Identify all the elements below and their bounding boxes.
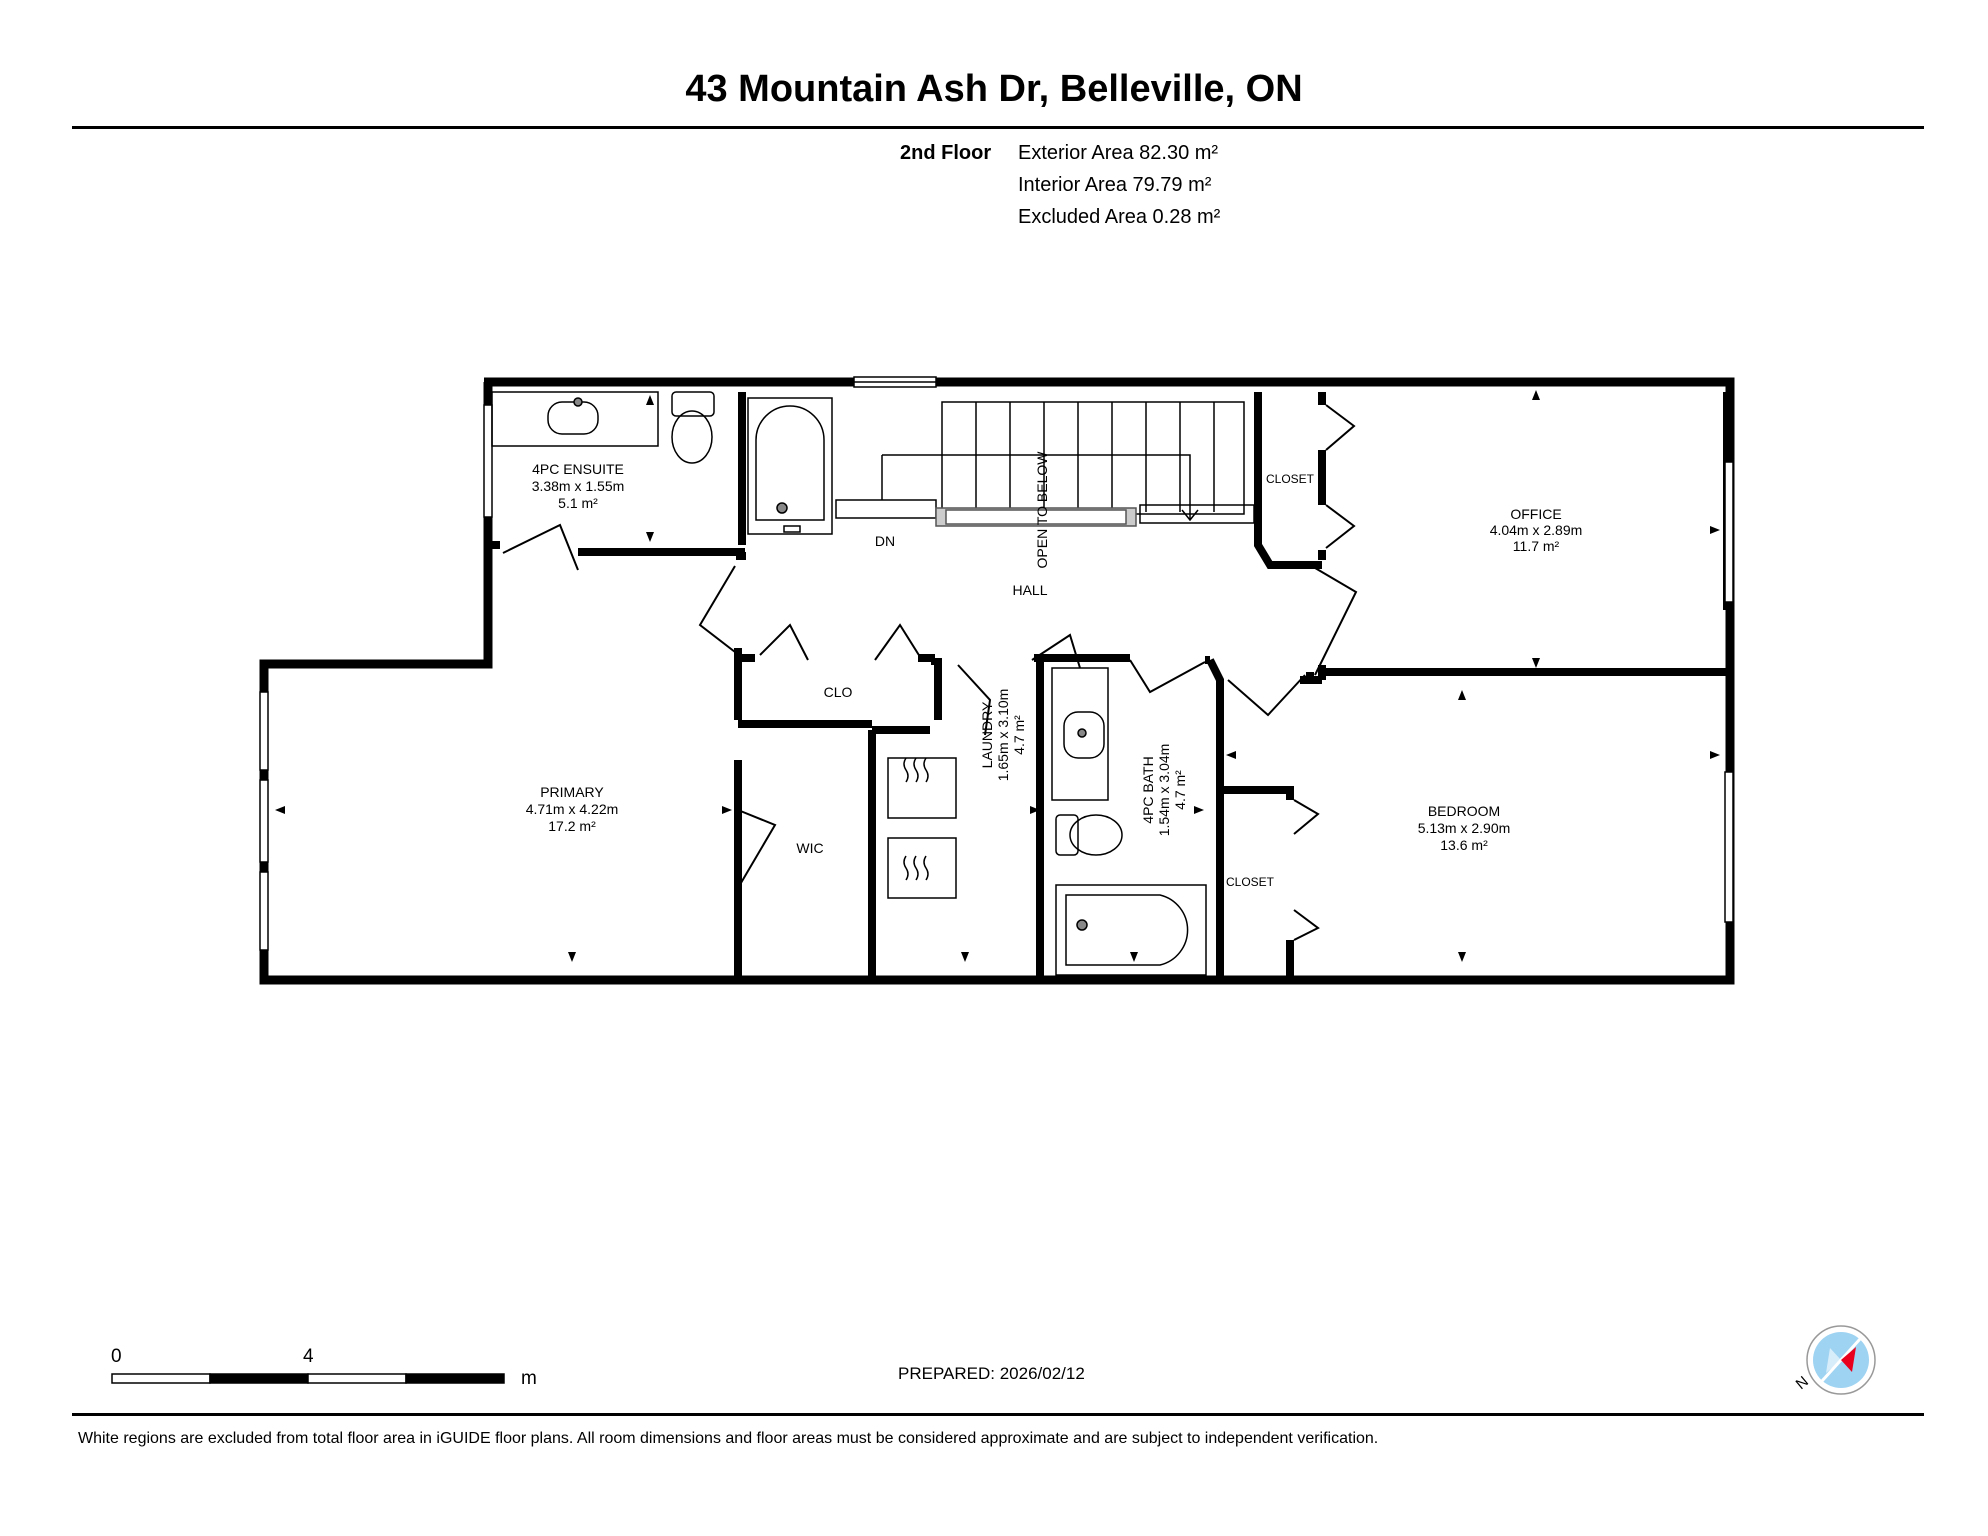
wic-label: WIC <box>796 840 823 856</box>
scale-bar <box>111 1373 505 1384</box>
footer-rule <box>72 1413 1924 1416</box>
clo-label: CLO <box>824 684 853 700</box>
disclaimer-text: White regions are excluded from total fl… <box>78 1430 1379 1447</box>
header-rule <box>72 126 1924 129</box>
walls <box>259 377 1735 985</box>
ensuite-area: 5.1 m² <box>558 495 598 511</box>
compass-letter: N <box>1793 1373 1812 1393</box>
ensuite-dims: 3.38m x 1.55m <box>532 478 625 494</box>
bath-area: 4.7 m² <box>1172 770 1188 810</box>
bedroom-name: BEDROOM <box>1428 803 1500 819</box>
primary-name: PRIMARY <box>540 784 604 800</box>
doors <box>502 404 1358 941</box>
bath-dims: 1.54m x 3.04m <box>1156 744 1172 837</box>
office-name: OFFICE <box>1510 506 1561 522</box>
office-area: 11.7 m² <box>1513 538 1560 554</box>
dn-label: DN <box>875 533 895 549</box>
laundry-dims: 1.65m x 3.10m <box>995 689 1011 782</box>
page-title: 43 Mountain Ash Dr, Belleville, ON <box>685 68 1303 110</box>
open-to-below-label: OPEN TO BELOW <box>1034 451 1050 569</box>
compass-icon: N <box>1793 1325 1876 1395</box>
floor-label: 2nd Floor <box>900 142 992 164</box>
ensuite-name: 4PC ENSUITE <box>532 461 624 477</box>
room-labels: 4PC ENSUITE 3.38m x 1.55m 5.1 m² OFFICE … <box>526 451 1583 889</box>
scale-tick-2: 4 <box>303 1346 314 1367</box>
scale-unit: m <box>521 1368 537 1389</box>
bath-name: 4PC BATH <box>1140 756 1156 823</box>
primary-dims: 4.71m x 4.22m <box>526 801 619 817</box>
office-dims: 4.04m x 2.89m <box>1490 522 1583 538</box>
closet-office-label: CLOSET <box>1266 472 1315 486</box>
laundry-area: 4.7 m² <box>1011 715 1027 755</box>
laundry-fixtures <box>887 757 957 899</box>
bedroom-area: 13.6 m² <box>1440 837 1488 853</box>
dimension-markers <box>275 390 1720 962</box>
bath-fixtures <box>1051 667 1207 976</box>
bedroom-dims: 5.13m x 2.90m <box>1418 820 1511 836</box>
ensuite-fixtures <box>491 391 833 535</box>
closet-bedroom-label: CLOSET <box>1226 875 1275 889</box>
laundry-name: LAUNDRY <box>979 701 995 768</box>
exterior-area: Exterior Area 82.30 m² <box>1018 142 1219 164</box>
scale-tick-0: 0 <box>111 1346 122 1367</box>
interior-area: Interior Area 79.79 m² <box>1018 174 1212 196</box>
windows <box>259 376 1734 951</box>
primary-area: 17.2 m² <box>548 818 596 834</box>
hall-label: HALL <box>1012 582 1047 598</box>
prepared-date: PREPARED: 2026/02/12 <box>898 1364 1085 1383</box>
excluded-area: Excluded Area 0.28 m² <box>1018 206 1221 228</box>
stairs <box>835 401 1255 527</box>
